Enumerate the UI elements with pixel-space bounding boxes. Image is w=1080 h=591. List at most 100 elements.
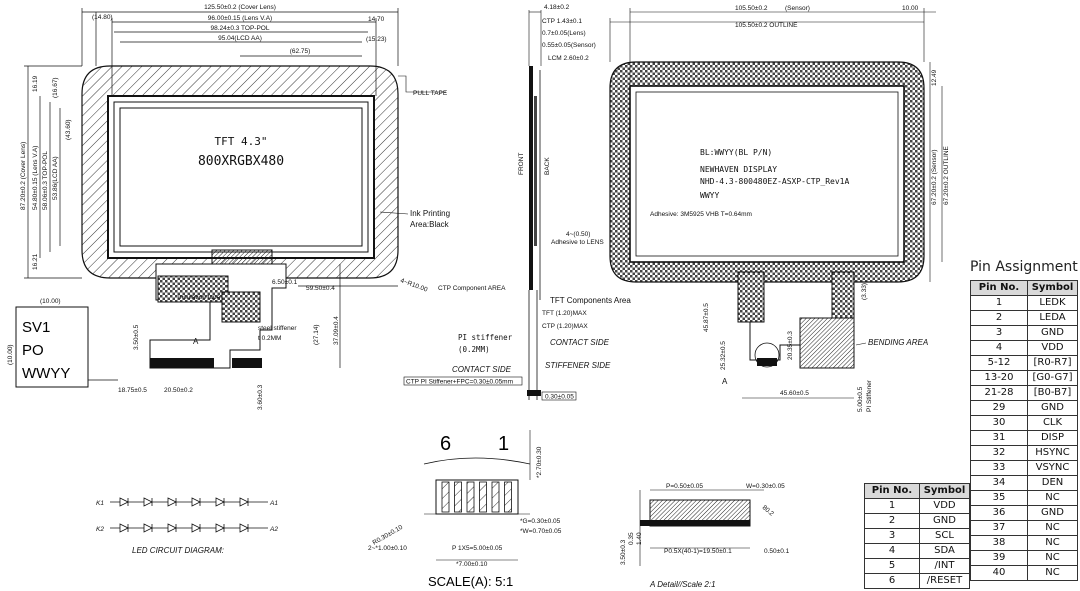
- scale-dim-7-00: *7.00±0.10: [456, 561, 488, 568]
- pi-stiffener-label: PI stiffener: [458, 333, 513, 342]
- back-view: BL:WWYY(BL P/N) NEWHAVEN DISPLAY NHD-4.3…: [609, 5, 950, 412]
- pi-stiffener-thickness: (0.2MM): [458, 345, 490, 354]
- led-diode-icon: [215, 497, 225, 507]
- dim-cover-lens-height: 87.20±0.2 (Cover Lens): [20, 142, 27, 210]
- led-diode-icon: [167, 523, 177, 533]
- pin-symbol-cell: CLK: [1027, 415, 1078, 431]
- dim-14-70: 14.70: [368, 16, 385, 23]
- pin-number-cell: 34: [970, 475, 1028, 491]
- dim-3-60: 3.60±0.3: [257, 384, 264, 410]
- pin-symbol-cell: NC: [1027, 565, 1078, 581]
- pin-number-cell: 40: [970, 565, 1028, 581]
- a1-label: A1: [269, 500, 278, 507]
- led-diode-icon: [239, 497, 249, 507]
- adetail-3-50: 3.50±0.3: [620, 539, 627, 565]
- back-dim-3-33: (3.33): [861, 283, 868, 300]
- side-dim-ctp: CTP 1.43±0.1: [542, 18, 582, 25]
- dim-6-50: 6.50±0.1: [272, 279, 298, 286]
- fpc-component-block: [157, 275, 229, 303]
- scale-dim-p1x5: P 1X5=5.00±0.05: [452, 545, 503, 552]
- led-circuit-diagram: K1 K2 A1 A2 LED CIRCUIT DIAGRAM:: [96, 497, 278, 555]
- side-dim-sensor: 0.55±0.05(Sensor): [542, 42, 596, 49]
- pin-symbol-cell: GND: [1027, 505, 1078, 521]
- lcd-active-area: [119, 107, 363, 247]
- dim-14-80: (14.80): [92, 14, 113, 21]
- adhesive-label: Adhesive: 3M5925 VHB T=0.64mm: [650, 211, 752, 218]
- dim-62-75: (62.75): [290, 48, 311, 55]
- adetail-w: W=0.30±0.05: [746, 483, 785, 490]
- dim-top-pol-height: 58.06±0.3 TOP-POL: [42, 151, 49, 210]
- led-diode-icon: [119, 523, 129, 533]
- back-pi-stiffener: PI Stiffener: [866, 379, 873, 412]
- pin-number-cell: 13-20: [970, 370, 1028, 386]
- ctp-component-area-label: CTP Component AREA: [438, 285, 506, 292]
- pull-tape-label: PULL TAPE: [413, 90, 448, 97]
- k2-label: K2: [96, 526, 104, 533]
- back-dim-10-00: 10.00: [902, 5, 919, 12]
- dim-lcd-aa-width: 95.04(LCD AA): [218, 35, 262, 42]
- scale-a-title: SCALE(A): 5:1: [428, 574, 513, 589]
- side-dim-ctp-max: CTP (1.20)MAX: [542, 323, 588, 330]
- pin-symbol-cell: NC: [1027, 550, 1078, 566]
- dim-corner-radius: 4~R10.00: [399, 277, 428, 293]
- steel-stiffener: [221, 291, 261, 323]
- back-dim-20-35: 20.35±0.3: [787, 331, 794, 360]
- tft-fpc-tail: [737, 271, 765, 323]
- contact-side-upper-label: CONTACT SIDE: [550, 338, 610, 347]
- pin-number-cell: 39: [970, 550, 1028, 566]
- scale-a-pins: [441, 481, 512, 513]
- table-row: 5-12[R0-R7]: [970, 355, 1078, 371]
- scale-dim-2-70: *2.70±0.30: [536, 446, 543, 478]
- ref-a-left: A: [193, 337, 199, 346]
- front-label: FRONT: [518, 153, 525, 175]
- side-view: 4.18±0.2 CTP 1.43±0.1 0.7±0.05(Lens) 0.5…: [403, 4, 631, 401]
- led-diode-icon: [239, 523, 249, 533]
- table-row: 6/RESET: [864, 573, 970, 589]
- pin-number-cell: 3: [970, 325, 1028, 341]
- pin-symbol-cell: DISP: [1027, 430, 1078, 446]
- fpc-connector: [150, 358, 214, 368]
- bending-area: [799, 317, 855, 369]
- table-row: 21-28[B0-B7]: [970, 385, 1078, 401]
- dim-43-60: (43.60): [65, 119, 72, 140]
- pin-number-cell: 2: [970, 310, 1028, 326]
- dim-3-50: 3.50±0.5: [133, 324, 140, 350]
- side-adhesive-lens: Adhesive to LENS: [551, 239, 604, 246]
- back-dim-5-00: 5.00±0.5: [857, 386, 864, 412]
- dim-cover-lens-width: 125.50±0.2 (Cover Lens): [204, 4, 276, 11]
- led-diode-icon: [215, 523, 225, 533]
- adetail-1-40: 1.40: [636, 532, 643, 545]
- back-dim-105-sensor: 105.50±0.2: [735, 5, 768, 12]
- dim-16-19: 16.19: [32, 75, 39, 92]
- ctp-pin-header-symbol: Symbol: [919, 483, 970, 499]
- pin-symbol-cell: [B0-B7]: [1027, 385, 1078, 401]
- adetail-p05: P0.5X(40-1)=19.50±0.1: [664, 548, 732, 555]
- pin-symbol-cell: /RESET: [919, 573, 970, 589]
- scale-dim-r030: R0.30±0.10: [372, 524, 405, 547]
- connector-pin: [504, 481, 512, 513]
- contact-side-lower-label: CONTACT SIDE: [452, 365, 512, 374]
- pin-symbol-cell: SDA: [919, 543, 970, 559]
- pin-number-cell: 35: [970, 490, 1028, 506]
- pin-symbol-cell: VDD: [919, 498, 970, 514]
- adetail-0-35: 0.35: [628, 532, 635, 545]
- led-row-1: [110, 497, 268, 507]
- pin-number-cell: 36: [970, 505, 1028, 521]
- pin-number-cell: 32: [970, 445, 1028, 461]
- pin-symbol-cell: NC: [1027, 535, 1078, 551]
